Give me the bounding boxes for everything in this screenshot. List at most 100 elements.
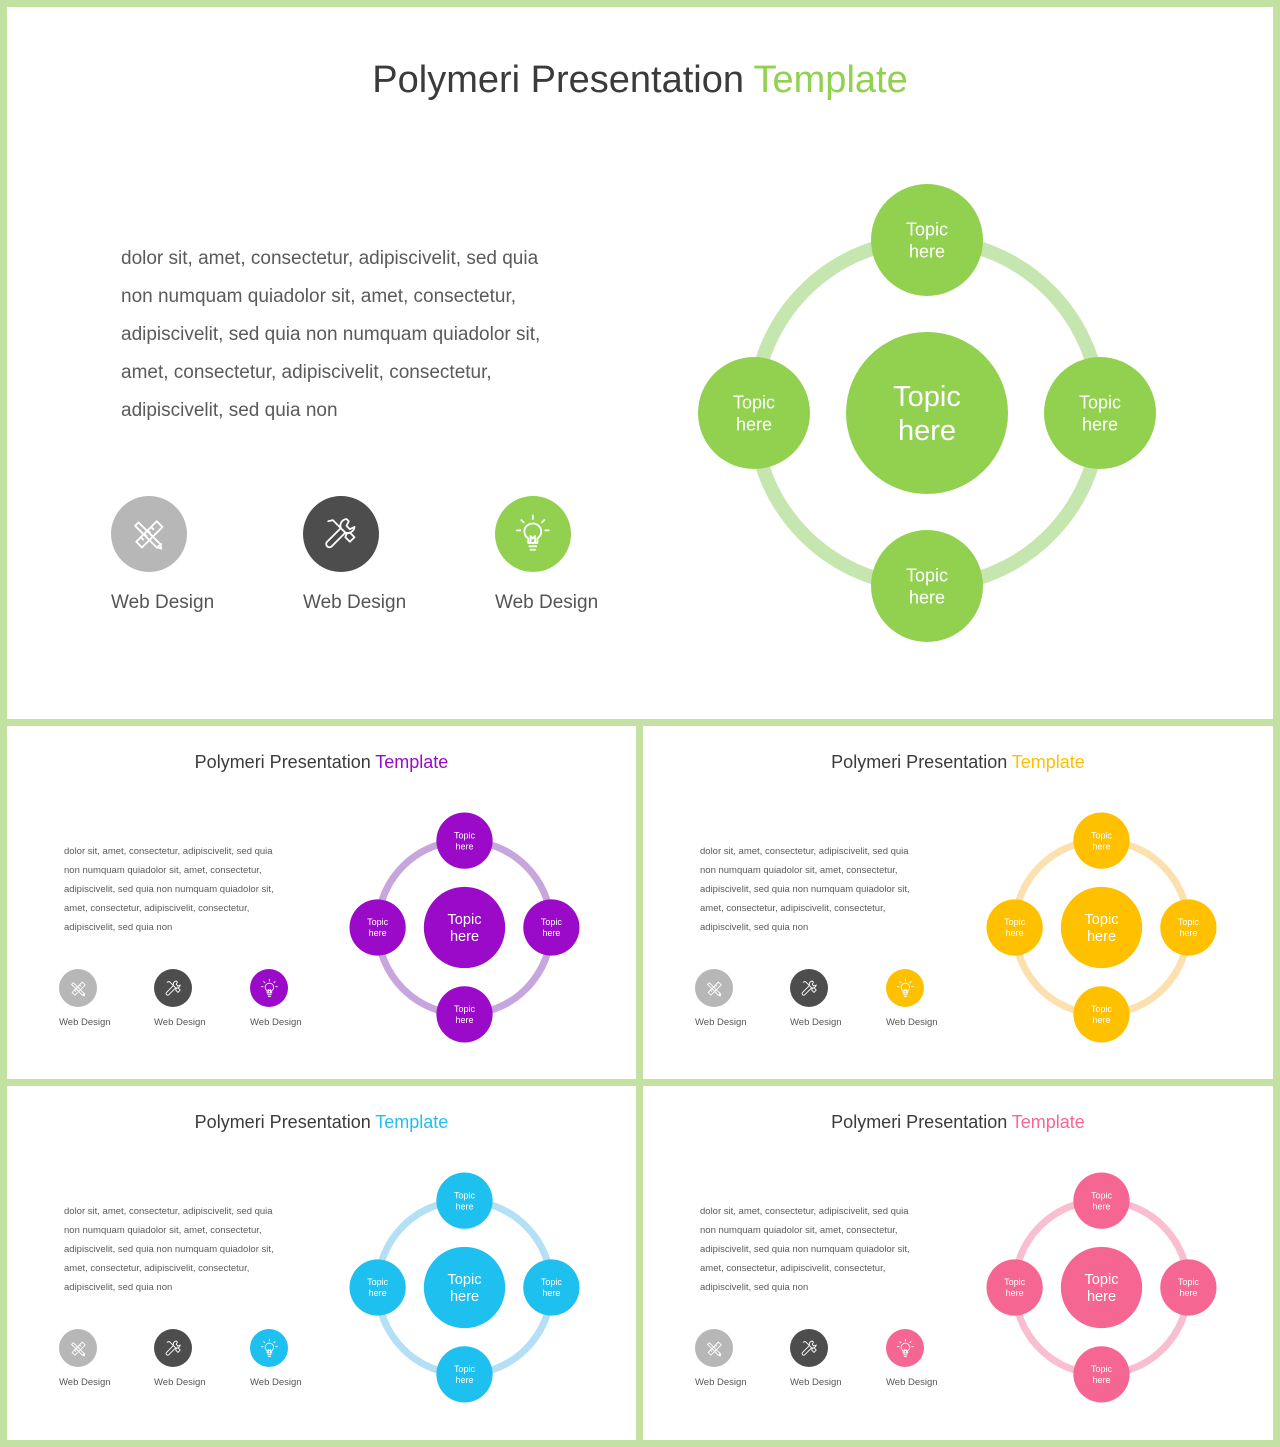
topic-node-label: Topic	[1178, 1277, 1200, 1287]
icon-item-design: Web Design	[59, 969, 111, 1028]
topic-node-circle	[523, 1259, 580, 1316]
topic-node-circle	[349, 899, 406, 956]
topic-node-label: Topic	[1004, 917, 1026, 927]
topic-node-label: Topic	[367, 1277, 389, 1287]
topic-node-circle	[523, 899, 580, 956]
topic-node-label: Topic	[906, 219, 948, 239]
icon-label: Web Design	[790, 1377, 842, 1388]
icon-item-design: Web Design	[695, 969, 747, 1028]
topic-node-circle	[1044, 357, 1156, 469]
icon-label: Web Design	[59, 1377, 111, 1388]
body-line: adipiscivelit, sed quia non	[700, 1282, 809, 1293]
topic-node-label: here	[369, 928, 387, 938]
topic-node-label: Topic	[448, 912, 482, 928]
icon-label: Web Design	[790, 1017, 842, 1028]
topic-node-label: Topic	[733, 392, 775, 412]
topic-node-label: here	[455, 841, 473, 851]
topic-node-label: Topic	[1091, 830, 1113, 840]
topic-node-circle	[436, 812, 493, 869]
pencil-ruler-icon	[695, 1329, 733, 1367]
icon-label: Web Design	[111, 592, 215, 613]
topic-node-label: here	[369, 1288, 387, 1298]
icon-label: Web Design	[250, 1377, 302, 1388]
icon-label: Web Design	[886, 1377, 938, 1388]
body-line: adipiscivelit, sed quia non numquam quia…	[121, 324, 541, 345]
topic-node-circle	[1060, 886, 1143, 969]
body-line: dolor sit, amet, consectetur, adipiscive…	[700, 1206, 909, 1217]
icon-label: Web Design	[886, 1017, 938, 1028]
topic-node-circle	[349, 1259, 406, 1316]
body-line: non numquam quiadolor sit, amet, consect…	[700, 1225, 898, 1236]
topic-node-circle	[1060, 1246, 1143, 1329]
body-line: adipiscivelit, sed quia non numquam quia…	[700, 1244, 910, 1255]
body-line: amet, consectetur, adipiscivelit, consec…	[64, 903, 250, 914]
icon-item-tools: Web Design	[154, 1329, 206, 1388]
icon-item-tools: Web Design	[790, 1329, 842, 1388]
topic-node-label: here	[1179, 928, 1197, 938]
tools-icon	[154, 1329, 192, 1367]
icon-label: Web Design	[495, 592, 599, 613]
topic-node-circle	[436, 986, 493, 1043]
icon-label: Web Design	[154, 1017, 206, 1028]
topic-node-label: here	[1092, 1015, 1110, 1025]
topic-node-label: here	[1087, 929, 1116, 945]
topic-node-label: Topic	[454, 1190, 476, 1200]
topic-node-circle	[436, 1172, 493, 1229]
icon-label: Web Design	[250, 1017, 302, 1028]
topic-node-label: here	[450, 1289, 479, 1305]
icon-label: Web Design	[695, 1017, 747, 1028]
topic-node-label: Topic	[454, 1364, 476, 1374]
topic-cycle-diagram: TopichereTopichereTopichereTopichereTopi…	[986, 1172, 1217, 1403]
topic-node-label: Topic	[1085, 912, 1119, 928]
topic-node-circle	[436, 1346, 493, 1403]
body-line: non numquam quiadolor sit, amet, consect…	[64, 865, 262, 876]
topic-node-label: here	[909, 241, 945, 261]
tools-icon	[154, 969, 192, 1007]
topic-node-label: here	[898, 415, 956, 447]
topic-node-circle	[846, 332, 1008, 494]
icon-item-idea: Web Design	[886, 1329, 938, 1388]
topic-node-label: Topic	[1079, 392, 1121, 412]
topic-node-circle	[1073, 1172, 1130, 1229]
topic-node-label: Topic	[454, 1004, 476, 1014]
title-accent: Template	[375, 1112, 449, 1132]
body-line: amet, consectetur, adipiscivelit, consec…	[121, 362, 492, 383]
topic-node-label: Topic	[1085, 1272, 1119, 1288]
topic-node-circle	[1160, 899, 1217, 956]
body-text: dolor sit, amet, consectetur, adipiscive…	[700, 842, 910, 937]
topic-node-label: Topic	[454, 830, 476, 840]
icon-item-tools: Web Design	[303, 496, 406, 614]
icon-item-idea: Web Design	[250, 1329, 302, 1388]
topic-cycle-diagram: TopichereTopichereTopichereTopichereTopi…	[698, 184, 1156, 642]
topic-node-label: Topic	[541, 1277, 563, 1287]
body-line: adipiscivelit, sed quia non	[121, 400, 338, 421]
body-text: dolor sit, amet, consectetur, adipiscive…	[64, 842, 274, 937]
body-line: dolor sit, amet, consectetur, adipiscive…	[700, 846, 909, 857]
lightbulb-icon	[886, 1329, 924, 1367]
topic-node-label: Topic	[1091, 1004, 1113, 1014]
title-accent: Template	[1011, 752, 1085, 772]
lightbulb-icon	[886, 969, 924, 1007]
topic-node-label: Topic	[906, 565, 948, 585]
topic-node-label: here	[450, 929, 479, 945]
lightbulb-icon	[250, 1329, 288, 1367]
pencil-ruler-icon	[695, 969, 733, 1007]
